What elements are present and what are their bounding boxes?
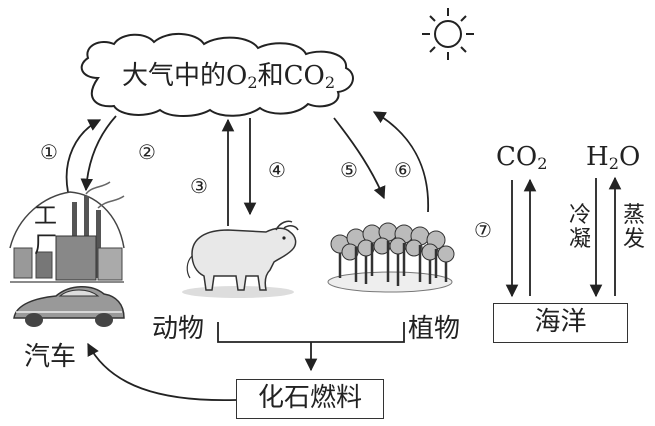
step-6-label: ⑥ [394, 158, 412, 182]
factory-label-1: 工 [34, 203, 57, 229]
step-1-label: ① [40, 140, 58, 164]
ocean-label: 海洋 [534, 307, 587, 337]
fossil-fuel-label: 化石燃料 [257, 383, 362, 413]
h2o-label: H2O [586, 142, 641, 174]
bracket-line [217, 322, 405, 343]
plants-illustration [327, 222, 455, 293]
step-7-label: ⑦ [474, 218, 492, 242]
car-illustration [13, 286, 125, 327]
fossil-fuel-box: 化石燃料 [236, 379, 384, 419]
ocean-box: 海洋 [493, 303, 628, 343]
plant-label: 植物 [408, 314, 461, 344]
evaporate-label: 蒸发 [622, 203, 645, 252]
step-5-label: ⑤ [340, 158, 358, 182]
cow-illustration [182, 220, 299, 298]
step-2-label: ② [138, 140, 156, 164]
atmosphere-cloud [80, 33, 354, 117]
ocean-co2-label: CO2 [496, 142, 548, 174]
arrow-1 [65, 119, 102, 193]
condense-label: 冷凝 [568, 203, 591, 252]
factory-label-2: 厂 [34, 232, 57, 258]
step-4-label: ④ [268, 158, 286, 182]
animal-label: 动物 [152, 314, 205, 344]
atmosphere-label: 大气中的O2和CO2 [122, 61, 336, 93]
sun-icon [422, 8, 474, 60]
arrow-2 [80, 115, 117, 192]
arrow-6 [372, 111, 429, 213]
car-label: 汽车 [24, 342, 77, 372]
arrow-5 [333, 117, 386, 200]
arrow-fossil-to-car [87, 342, 237, 402]
step-3-label: ③ [190, 174, 208, 198]
factory-illustration [9, 181, 125, 283]
